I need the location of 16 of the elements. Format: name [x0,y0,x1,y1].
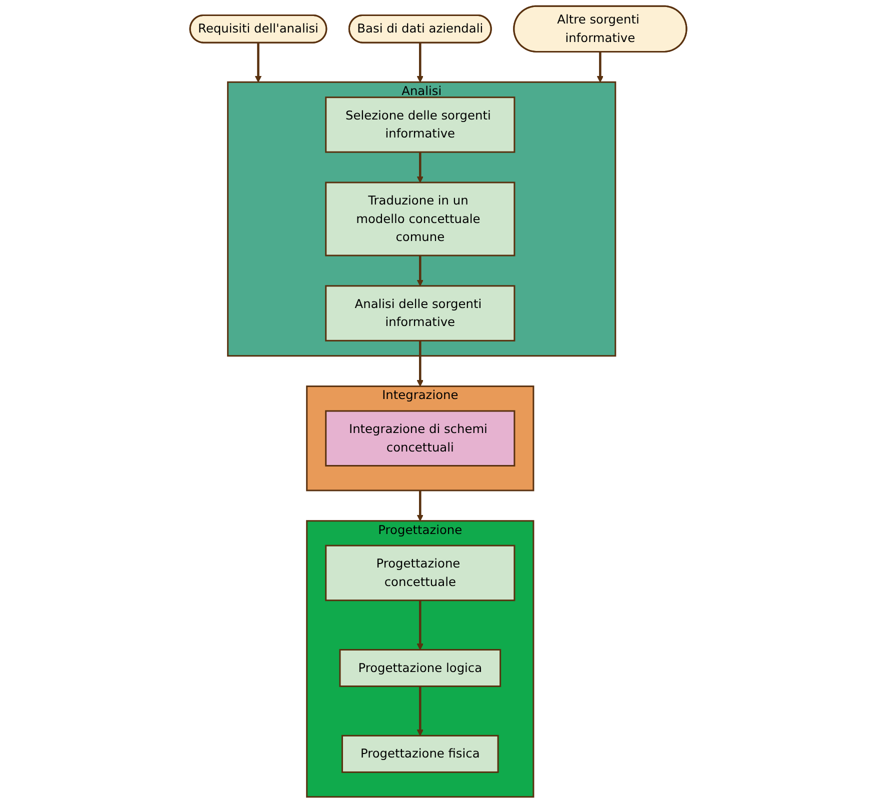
arrow [417,600,424,650]
node-box: Analisi delle sorgenti informative [325,285,516,342]
arrow [417,490,424,522]
arrow [417,256,424,286]
node-box: Progettazione concettuale [325,544,516,602]
arrow [597,52,604,82]
arrow [417,686,424,736]
node-box: Progettazione fisica [342,734,500,773]
arrow [417,42,424,82]
arrow [255,42,262,82]
arrow [417,152,424,183]
node-box: Traduzione in un modello concettuale comune [325,182,516,256]
arrow [417,340,424,387]
node-box: Selezione delle sorgenti informative [325,96,516,153]
node-box: Progettazione logica [339,649,502,688]
node-box: Integrazione di schemi concettuali [325,410,516,466]
